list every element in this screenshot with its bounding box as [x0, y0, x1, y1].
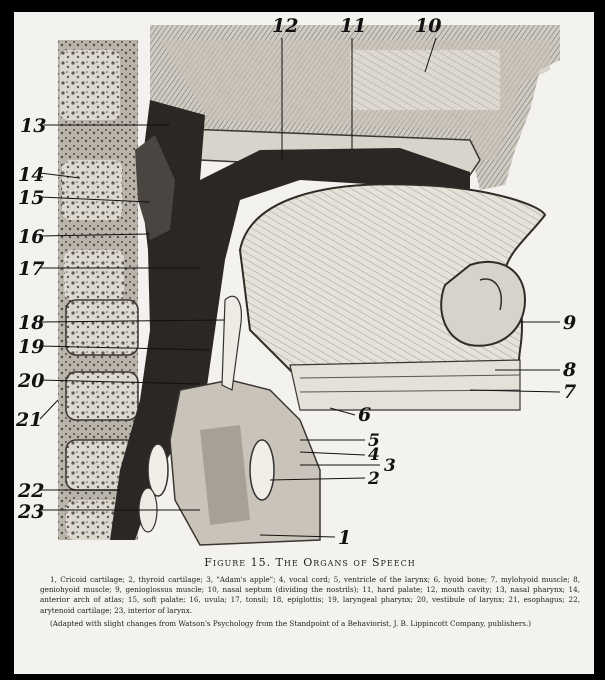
label-7: 7 — [563, 381, 576, 403]
caption-title: Figure 15. The Organs of Speech — [40, 556, 580, 569]
label-21: 21 — [15, 409, 42, 431]
label-11: 11 — [340, 15, 366, 37]
label-12: 12 — [272, 15, 298, 37]
caption-credit: (Adapted with slight changes from Watson… — [40, 619, 580, 629]
label-20: 20 — [17, 370, 44, 392]
label-10: 10 — [415, 15, 441, 37]
label-9: 9 — [563, 312, 576, 334]
label-6: 6 — [358, 404, 371, 426]
label-1: 1 — [338, 527, 351, 549]
label-16: 16 — [18, 226, 44, 248]
figure-caption: Figure 15. The Organs of Speech 1, Crico… — [40, 556, 580, 629]
label-13: 13 — [20, 115, 46, 137]
label-14: 14 — [18, 164, 44, 186]
label-17: 17 — [18, 258, 44, 280]
label-23: 23 — [17, 501, 44, 523]
label-22: 22 — [17, 480, 44, 502]
mouth-floor — [290, 360, 520, 410]
label-4: 4 — [368, 445, 380, 465]
label-2: 2 — [367, 469, 380, 489]
caption-body: 1, Cricoid cartilage; 2, thyroid cartila… — [40, 575, 580, 616]
label-8: 8 — [562, 359, 576, 381]
label-3: 3 — [384, 456, 396, 476]
label-19: 19 — [18, 336, 44, 358]
label-18: 18 — [18, 312, 44, 334]
label-15: 15 — [18, 187, 44, 209]
